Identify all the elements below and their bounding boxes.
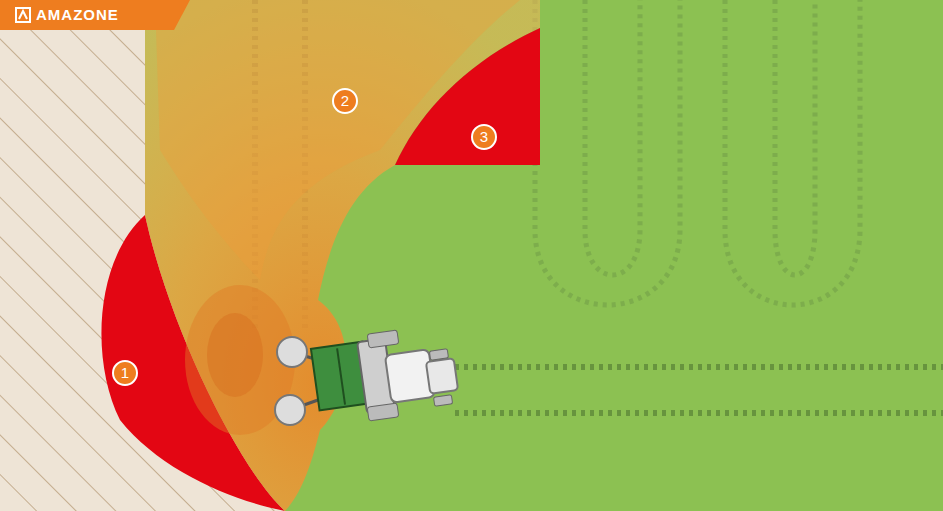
field <box>145 0 943 511</box>
logo-banner <box>0 0 190 30</box>
brand-logo: AMAZONE <box>36 6 119 24</box>
overspread-zone <box>395 28 540 165</box>
turn-tracks <box>535 0 860 305</box>
callout-number: 1 <box>112 360 138 386</box>
spread-core-inner <box>207 313 263 397</box>
logo-icon-mark <box>19 11 27 19</box>
tractor-spreader <box>275 330 458 425</box>
spread-pattern <box>145 0 540 511</box>
logo-icon <box>16 8 30 22</box>
callout-number: 3 <box>471 124 497 150</box>
callout-number: 2 <box>332 88 358 114</box>
